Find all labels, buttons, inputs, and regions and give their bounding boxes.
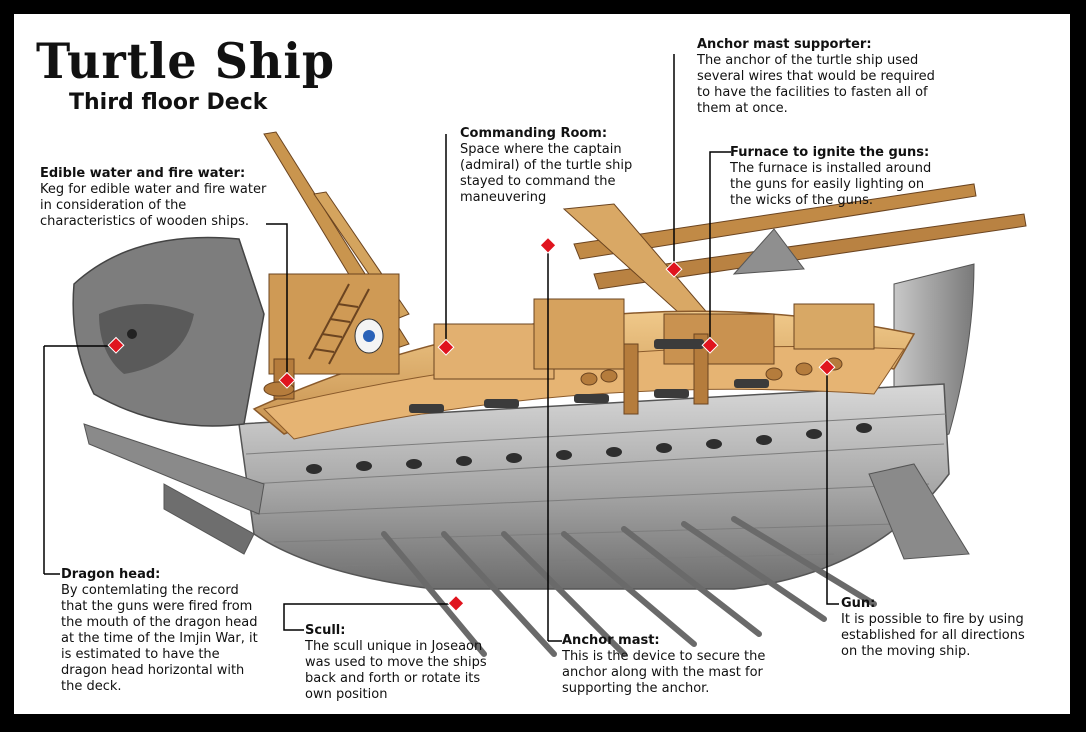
callout-anchor-mast-supporter: Anchor mast supporter: The anchor of the… xyxy=(697,37,947,117)
callout-heading: Dragon head: xyxy=(61,567,161,582)
callout-dragon-head: Dragon head: By contemlating the record … xyxy=(61,567,261,695)
callout-body: It is possible to fire by using establis… xyxy=(841,612,1025,659)
callout-heading: Anchor mast: xyxy=(562,633,660,648)
callout-edible-water: Edible water and fire water: Keg for edi… xyxy=(40,166,268,230)
callout-heading: Commanding Room: xyxy=(460,126,608,141)
callout-gun: Gun: It is possible to fire by using est… xyxy=(841,596,1041,660)
callout-body: The anchor of the turtle ship used sever… xyxy=(697,53,935,116)
callout-scull: Scull: The scull unique in Joseaon was u… xyxy=(305,623,505,703)
callout-heading: Anchor mast supporter: xyxy=(697,37,872,52)
callout-heading: Gun: xyxy=(841,596,876,611)
callout-anchor-mast: Anchor mast: This is the device to secur… xyxy=(562,633,787,697)
callout-commanding-room: Commanding Room: Space where the captain… xyxy=(460,126,640,206)
page-subtitle: Third floor Deck xyxy=(69,90,268,115)
hull-planks xyxy=(245,413,947,567)
callout-body: The furnace is installed around the guns… xyxy=(730,161,932,208)
callout-body: This is the device to secure the anchor … xyxy=(562,649,766,696)
callout-body: The scull unique in Joseaon was used to … xyxy=(305,639,487,702)
diagram-frame: Turtle Ship Third floor Deck Edible wate… xyxy=(14,14,1070,714)
dragon-head xyxy=(72,236,265,555)
callout-heading: Edible water and fire water: xyxy=(40,166,246,181)
deck-structures xyxy=(268,273,875,415)
sculls xyxy=(381,516,877,657)
gun-ports xyxy=(306,423,872,474)
callout-furnace: Furnace to ignite the guns: The furnace … xyxy=(730,145,945,209)
callout-body: Space where the captain (admiral) of the… xyxy=(460,142,633,205)
callout-heading: Furnace to ignite the guns: xyxy=(730,145,930,160)
page-title: Turtle Ship xyxy=(36,32,335,90)
leader-lines xyxy=(43,54,839,642)
turtle-ship-illustration xyxy=(43,54,1027,657)
callout-body: Keg for edible water and fire water in c… xyxy=(40,182,267,229)
callout-body: By contemlating the record that the guns… xyxy=(61,583,258,694)
stairs xyxy=(308,283,370,365)
callout-markers xyxy=(107,236,836,612)
callout-heading: Scull: xyxy=(305,623,346,638)
deck-cannons xyxy=(409,339,769,413)
